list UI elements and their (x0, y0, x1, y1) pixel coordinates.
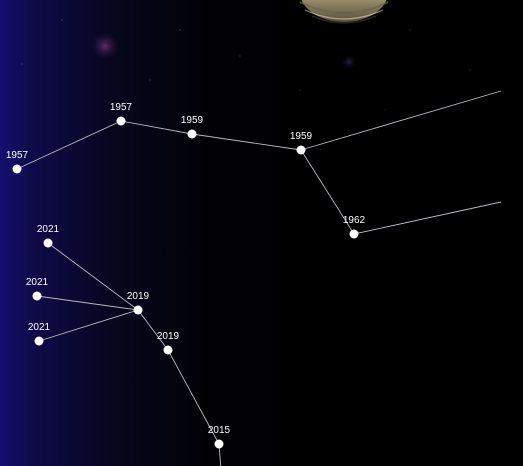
node-label: 2015 (208, 425, 231, 436)
planet-icon (299, 0, 389, 24)
edge (137, 309, 169, 351)
node-label: 2021 (26, 277, 49, 288)
edge (300, 90, 502, 151)
edge (191, 133, 302, 151)
timeline-node-1957-b[interactable]: 1957 (110, 102, 133, 126)
edges (16, 90, 502, 466)
timeline-node-1962[interactable]: 1962 (343, 215, 366, 239)
node-dot[interactable] (214, 439, 224, 449)
timeline-node-2015[interactable]: 2015 (208, 425, 231, 449)
edge (353, 201, 502, 235)
node-label: 1959 (290, 131, 313, 142)
node-dot[interactable] (43, 238, 53, 248)
node-label: 1957 (110, 102, 133, 113)
node-dot[interactable] (34, 336, 44, 346)
timeline-node-2021-b[interactable]: 2021 (26, 277, 49, 301)
node-dot[interactable] (32, 291, 42, 301)
stars (21, 19, 471, 111)
timeline-node-1957-a[interactable]: 1957 (6, 150, 29, 174)
node-dot[interactable] (116, 116, 126, 126)
node-label: 2021 (37, 224, 60, 235)
purple-glow-orb (342, 55, 356, 69)
background-decor (21, 19, 471, 111)
node-label: 1957 (6, 150, 29, 161)
node-label: 2021 (28, 322, 51, 333)
node-label: 1962 (343, 215, 366, 226)
node-dot[interactable] (349, 229, 359, 239)
timeline-node-1959-a[interactable]: 1959 (181, 115, 204, 139)
node-dot[interactable] (163, 345, 173, 355)
timeline-node-2021-a[interactable]: 2021 (37, 224, 60, 248)
edge (38, 309, 139, 342)
edge (300, 149, 355, 235)
timeline-node-2019-a[interactable]: 2019 (127, 291, 150, 315)
timeline-node-1959-b[interactable]: 1959 (290, 131, 313, 155)
edge (167, 349, 220, 445)
timeline-node-2019-b[interactable]: 2019 (157, 331, 180, 355)
node-label: 2019 (127, 291, 150, 302)
timeline-node-2021-c[interactable]: 2021 (28, 322, 51, 346)
nodes: 1957 1957 1959 1959 1962 2021 2021 2021 (6, 102, 366, 449)
pink-glow-orb (91, 32, 119, 60)
edge (120, 120, 193, 135)
edge (36, 295, 139, 311)
node-dot[interactable] (133, 305, 143, 315)
node-dot[interactable] (187, 129, 197, 139)
node-dot[interactable] (12, 164, 22, 174)
node-dot[interactable] (296, 145, 306, 155)
node-label: 2019 (157, 331, 180, 342)
edge (47, 242, 139, 311)
edge (16, 120, 122, 170)
node-label: 1959 (181, 115, 204, 126)
